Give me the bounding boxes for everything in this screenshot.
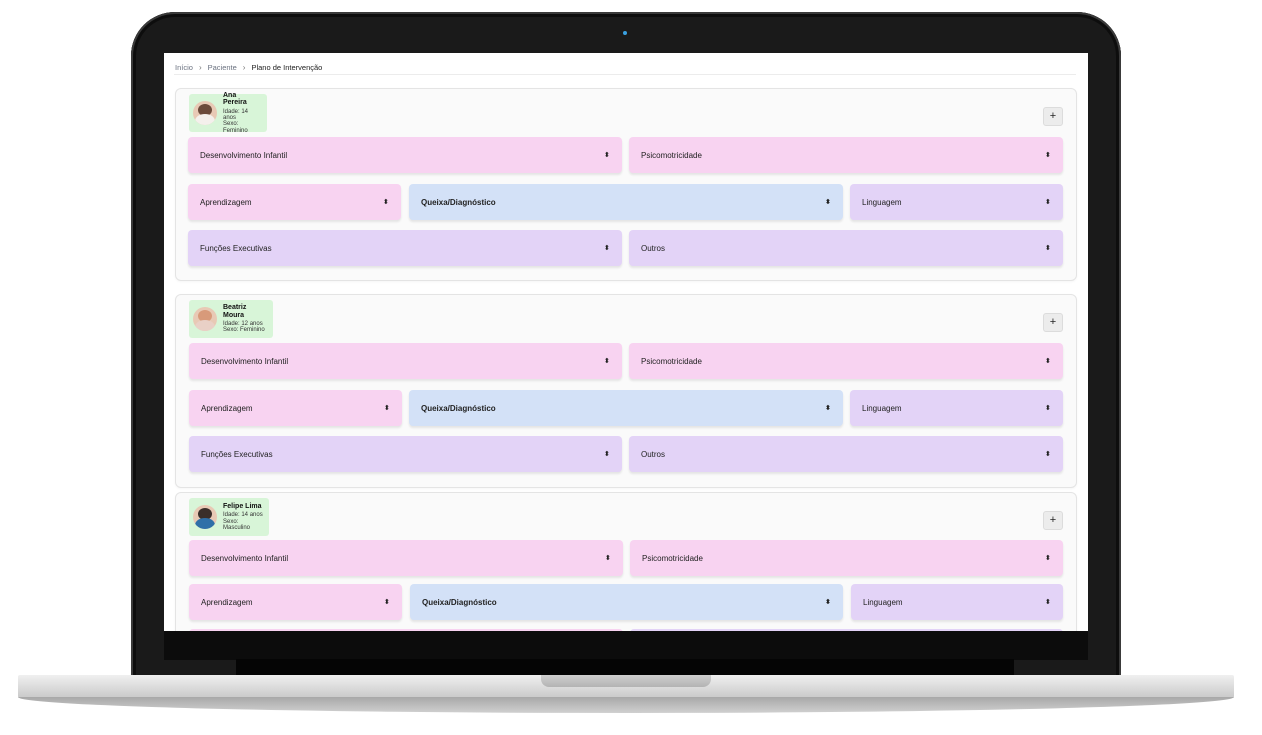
patient-sex: Sexo: Feminino — [223, 121, 248, 134]
select-psicomotricidade[interactable]: Psicomotricidade ⬍ — [630, 540, 1063, 576]
patient-age: Idade: 14 anos — [223, 108, 249, 122]
field-label: Desenvolvimento Infantil — [201, 553, 289, 563]
select-linguagem[interactable]: Linguagem ⬍ — [850, 184, 1063, 220]
select-outros[interactable]: Outros ⬍ — [629, 436, 1063, 472]
select-funcoes-executivas[interactable]: Funções Executivas ⬍ — [189, 436, 622, 472]
field-label: Funções Executivas — [201, 449, 273, 459]
chevron-updown-icon: ⬍ — [1044, 244, 1052, 252]
field-label: Aprendizagem — [201, 403, 253, 413]
chevron-updown-icon: ⬍ — [383, 598, 391, 606]
chevron-updown-icon: ⬍ — [383, 404, 391, 412]
chevron-updown-icon: ⬍ — [603, 244, 611, 252]
chevron-updown-icon: ⬍ — [603, 450, 611, 458]
patient-avatar — [193, 505, 217, 529]
chevron-updown-icon: ⬍ — [604, 554, 612, 562]
chevron-updown-icon: ⬍ — [1044, 198, 1052, 206]
select-aprendizagem[interactable]: Aprendizagem ⬍ — [189, 584, 402, 620]
patient-badge: Beatriz Moura Idade: 12 anos Sexo: Femin… — [189, 300, 273, 338]
field-label: Desenvolvimento Infantil — [201, 356, 289, 366]
patient-card: Ana Pereira Idade: 14 anos Sexo: Feminin… — [175, 88, 1077, 281]
select-outros[interactable]: Outros ⬍ — [629, 230, 1063, 266]
add-button[interactable]: + — [1043, 313, 1063, 332]
breadcrumb-plano: Plano de Intervenção — [251, 62, 323, 72]
field-label: Psicomotricidade — [642, 553, 703, 563]
patient-sex: Sexo: Masculino — [223, 518, 251, 531]
patient-card: Felipe Lima Idade: 14 anos Sexo: Masculi… — [175, 492, 1077, 631]
patient-badge: Felipe Lima Idade: 14 anos Sexo: Masculi… — [189, 498, 269, 536]
patient-age: Idade: 12 anos — [223, 321, 263, 328]
chevron-updown-icon: ⬍ — [1044, 450, 1052, 458]
patient-name: Ana Pereira — [223, 92, 247, 107]
chevron-updown-icon: ⬍ — [1044, 357, 1052, 365]
add-button[interactable]: + — [1043, 511, 1063, 530]
patient-avatar — [193, 307, 217, 331]
hinge — [236, 659, 1014, 675]
select-row-partial[interactable] — [189, 629, 623, 631]
select-aprendizagem[interactable]: Aprendizagem ⬍ — [189, 390, 402, 426]
select-desenvolvimento-infantil[interactable]: Desenvolvimento Infantil ⬍ — [189, 343, 622, 379]
select-linguagem[interactable]: Linguagem ⬍ — [850, 390, 1063, 426]
chevron-updown-icon: ⬍ — [382, 198, 390, 206]
breadcrumb: Início › Paciente › Plano de Intervenção — [175, 61, 322, 73]
select-psicomotricidade[interactable]: Psicomotricidade ⬍ — [629, 137, 1063, 173]
field-label: Linguagem — [862, 197, 902, 207]
field-label: Queixa/Diagnóstico — [422, 597, 497, 607]
field-label: Queixa/Diagnóstico — [421, 197, 496, 207]
select-queixa-diagnostico[interactable]: Queixa/Diagnóstico ⬍ — [409, 390, 843, 426]
patient-name: Felipe Lima — [223, 502, 262, 510]
field-label: Psicomotricidade — [641, 356, 702, 366]
patient-badge: Ana Pereira Idade: 14 anos Sexo: Feminin… — [189, 92, 267, 134]
field-label: Aprendizagem — [201, 597, 253, 607]
laptop-notch — [541, 675, 711, 687]
app-screen: Início › Paciente › Plano de Intervenção… — [164, 53, 1088, 631]
camera-icon — [623, 31, 627, 35]
chevron-updown-icon: ⬍ — [603, 357, 611, 365]
select-funcoes-executivas[interactable]: Funções Executivas ⬍ — [188, 230, 622, 266]
chevron-updown-icon: ⬍ — [824, 198, 832, 206]
select-psicomotricidade[interactable]: Psicomotricidade ⬍ — [629, 343, 1063, 379]
chevron-updown-icon: ⬍ — [1044, 598, 1052, 606]
laptop-base-shadow — [18, 697, 1234, 713]
patient-avatar — [193, 101, 217, 125]
patient-sex: Sexo: Feminino — [223, 327, 265, 334]
chevron-updown-icon: ⬍ — [1044, 554, 1052, 562]
chevron-updown-icon: ⬍ — [1044, 404, 1052, 412]
breadcrumb-paciente[interactable]: Paciente — [207, 62, 237, 72]
breadcrumb-separator: › — [198, 62, 202, 72]
field-label: Linguagem — [863, 597, 903, 607]
select-aprendizagem[interactable]: Aprendizagem ⬍ — [188, 184, 401, 220]
field-label: Desenvolvimento Infantil — [200, 150, 288, 160]
add-button[interactable]: + — [1043, 107, 1063, 126]
field-label: Aprendizagem — [200, 197, 252, 207]
breadcrumb-separator: › — [242, 62, 246, 72]
breadcrumb-inicio[interactable]: Início — [175, 62, 193, 72]
breadcrumb-divider — [174, 74, 1076, 75]
select-linguagem[interactable]: Linguagem ⬍ — [851, 584, 1063, 620]
chevron-updown-icon: ⬍ — [824, 404, 832, 412]
field-label: Psicomotricidade — [641, 150, 702, 160]
select-queixa-diagnostico[interactable]: Queixa/Diagnóstico ⬍ — [409, 184, 843, 220]
chevron-updown-icon: ⬍ — [824, 598, 832, 606]
field-label: Funções Executivas — [200, 243, 272, 253]
patient-age: Idade: 14 anos — [223, 512, 263, 519]
field-label: Queixa/Diagnóstico — [421, 403, 496, 413]
patient-name: Beatriz Moura — [223, 304, 247, 319]
select-row-partial[interactable] — [630, 629, 1063, 631]
field-label: Linguagem — [862, 403, 902, 413]
chevron-updown-icon: ⬍ — [1044, 151, 1052, 159]
select-queixa-diagnostico[interactable]: Queixa/Diagnóstico ⬍ — [410, 584, 843, 620]
field-label: Outros — [641, 243, 666, 253]
select-desenvolvimento-infantil[interactable]: Desenvolvimento Infantil ⬍ — [189, 540, 623, 576]
field-label: Outros — [641, 449, 666, 459]
chevron-updown-icon: ⬍ — [603, 151, 611, 159]
bottom-bezel — [164, 631, 1088, 660]
select-desenvolvimento-infantil[interactable]: Desenvolvimento Infantil ⬍ — [188, 137, 622, 173]
patient-card: Beatriz Moura Idade: 12 anos Sexo: Femin… — [175, 294, 1077, 488]
